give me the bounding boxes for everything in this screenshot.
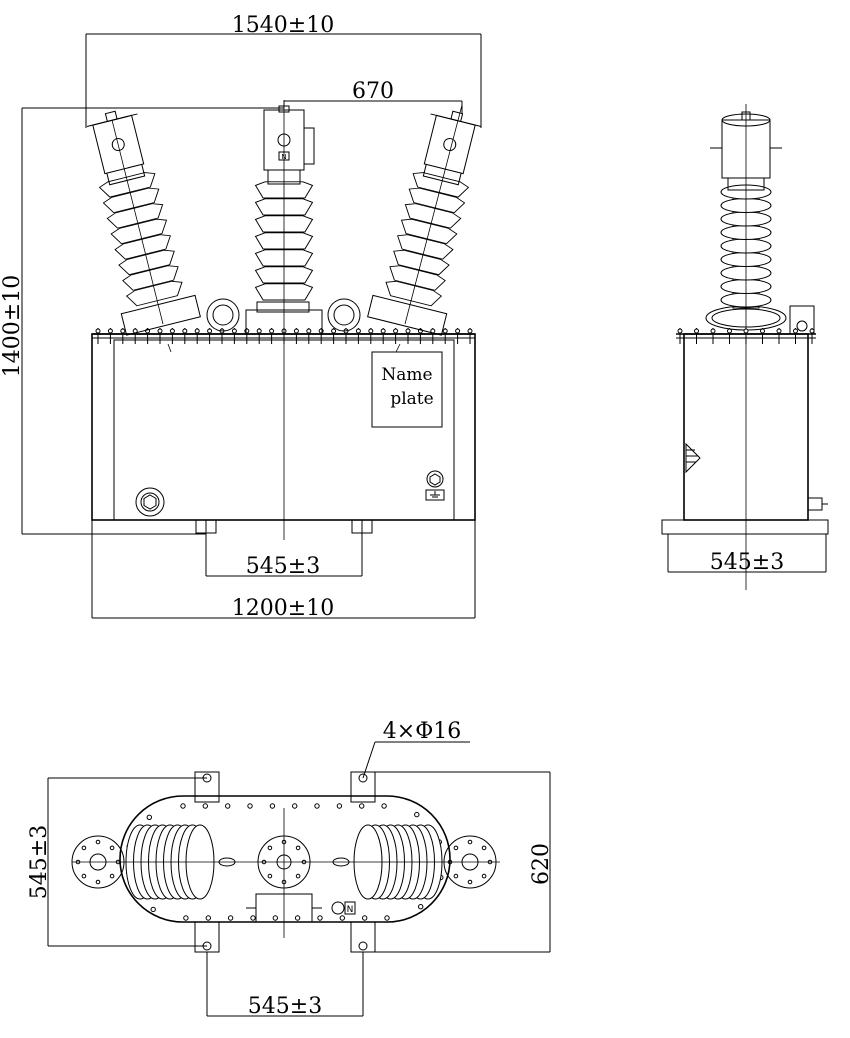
dim-total-width: 1540±10 [232, 13, 334, 38]
dim-foot-spacing: 545±3 [246, 554, 320, 579]
nameplate-line2: plate [390, 389, 433, 409]
dim-height: 1400±10 [0, 275, 25, 377]
dim-base-width: 1200±10 [232, 596, 334, 621]
dim-depth: 620 [529, 843, 554, 885]
top-dim-left-spacing: 545±3 [27, 825, 52, 899]
dim-center-spacing: 670 [352, 79, 394, 104]
lifting-rings [206, 298, 361, 332]
top-view: N 620 545±3 545±3 4×Φ16 [27, 719, 554, 1019]
top-dim-bottom-spacing: 545±3 [248, 994, 322, 1019]
side-dim-foot-spacing: 545±3 [710, 550, 784, 575]
nameplate: Name plate [371, 351, 443, 428]
top-marker-label: N [347, 905, 354, 915]
side-view: 545±3 [661, 104, 829, 590]
nameplate-line1: Name [381, 365, 432, 385]
front-tank [91, 328, 476, 534]
dim-holes: 4×Φ16 [383, 719, 461, 744]
front-view: Name plate N [0, 13, 482, 621]
right-bushing [367, 110, 482, 336]
